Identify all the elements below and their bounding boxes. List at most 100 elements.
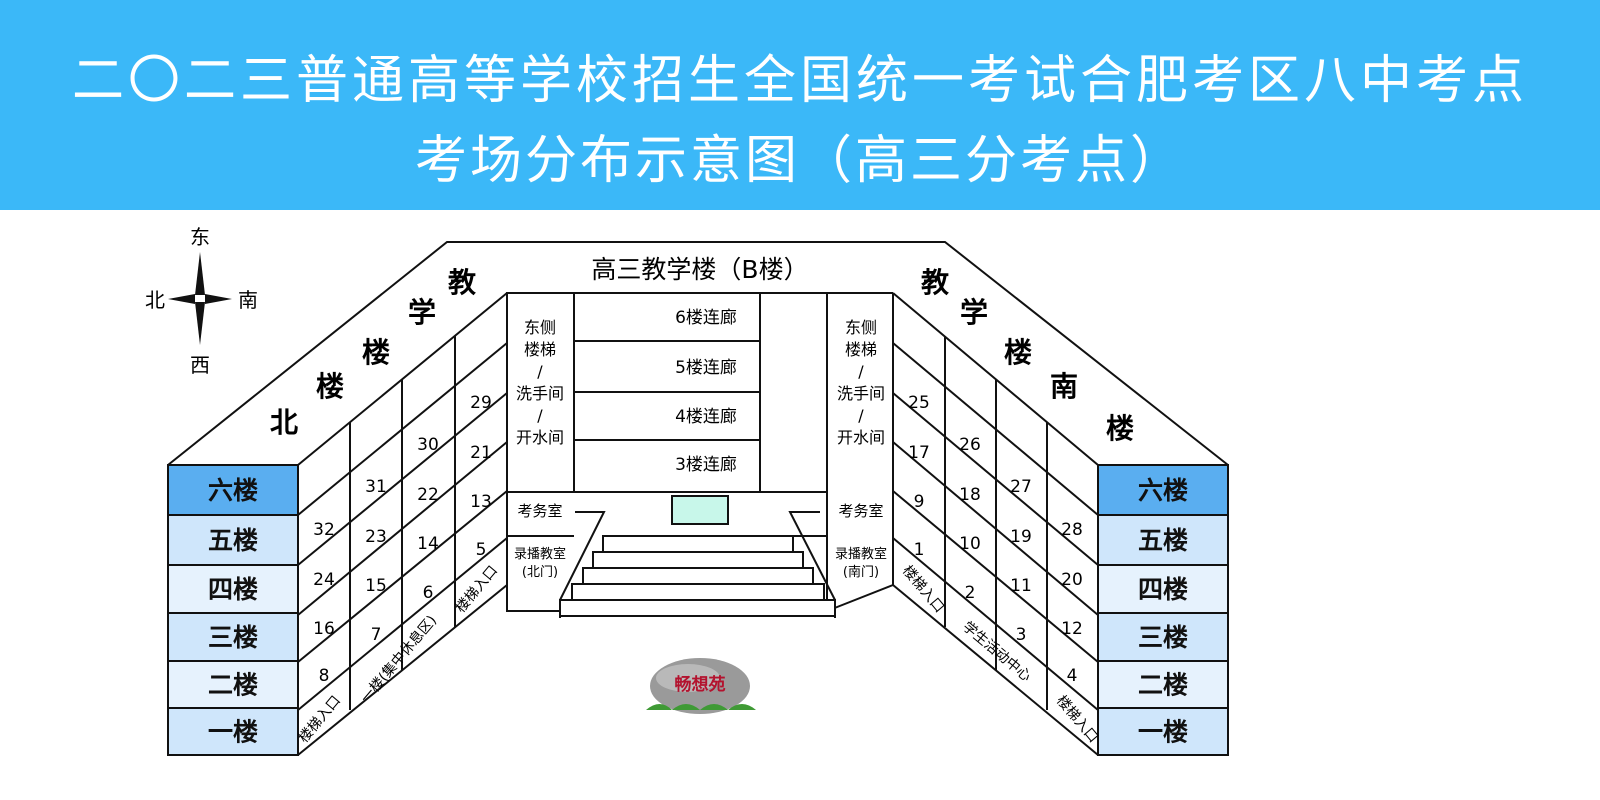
exam-office-north: 考务室 [517, 502, 562, 520]
north-room-31: 31 [365, 477, 387, 497]
north-rooms: 32 24 16 8 31 23 15 7 30 22 14 6 29 21 13 5 [313, 393, 492, 686]
south-building-char-2: 学 [960, 296, 988, 329]
exam-office-south: 考务室 [838, 502, 883, 520]
center-building-name: 高三教学楼（B楼） [591, 255, 808, 284]
floor-cell-south-5 [1097, 660, 1229, 709]
floor-cell-south-6 [1097, 707, 1229, 756]
compass-west: 西 [190, 353, 210, 377]
stair-text-stair-left-5: 开水间 [516, 428, 564, 447]
south-room-18: 18 [959, 485, 981, 505]
floor-label-north-1: 六楼 [208, 476, 258, 505]
south-building-char-5: 楼 [1106, 412, 1134, 445]
floor-label-south-6: 一楼 [1138, 718, 1188, 747]
stair-text-stair-right-5: 开水间 [837, 428, 885, 447]
stair-text-stair-right-4: / [858, 406, 864, 425]
north-room-24: 24 [313, 570, 335, 590]
floor-label-south-5: 二楼 [1138, 671, 1188, 700]
south-room-26: 26 [959, 435, 981, 455]
roof-outline [167, 241, 1229, 466]
north-room-13: 13 [470, 492, 492, 512]
south-room-17: 17 [908, 443, 930, 463]
stair-text-stair-left-4: / [537, 406, 543, 425]
record-room-north-door: (北门) [522, 565, 558, 580]
north-building-char-3: 楼 [362, 336, 390, 369]
north-room-32: 32 [313, 520, 335, 540]
south-room-19: 19 [1010, 527, 1032, 547]
corridor-5: 5楼连廊 [675, 358, 737, 378]
compass-south: 南 [238, 288, 258, 312]
floor-label-south-1: 六楼 [1138, 476, 1188, 505]
floor-cell-north-1 [167, 464, 299, 516]
south-room-12: 12 [1061, 619, 1083, 639]
north-room-29: 29 [470, 393, 492, 413]
stair-text-stair-right-2: / [858, 362, 864, 381]
south-room-9: 9 [914, 492, 925, 512]
south-room-20: 20 [1061, 570, 1083, 590]
main-staircase [559, 495, 836, 618]
north-room-23: 23 [365, 527, 387, 547]
corridor-6: 6楼连廊 [675, 308, 737, 328]
title-banner: 二〇二三普通高等学校招生全国统一考试合肥考区八中考点 考场分布示意图（高三分考点… [0, 0, 1600, 210]
north-building-char-4: 学 [408, 296, 436, 329]
floor-label-north-2: 五楼 [208, 526, 258, 555]
compass-east: 东 [190, 225, 210, 249]
stair-text-stair-left-0: 东侧 [524, 318, 556, 337]
title-line-2: 考场分布示意图（高三分考点） [414, 131, 1185, 191]
title-line-1: 二〇二三普通高等学校招生全国统一考试合肥考区八中考点 [71, 51, 1528, 111]
south-room-27: 27 [1010, 477, 1032, 497]
rock-changxiangyuan: 畅想苑 [646, 658, 756, 714]
north-building-char-1: 北 [270, 406, 298, 439]
south-room-1: 1 [914, 540, 925, 560]
floor-label-south-2: 五楼 [1138, 526, 1188, 555]
floor-label-north-5: 二楼 [208, 671, 258, 700]
corridor-4: 4楼连廊 [675, 407, 737, 427]
north-room-16: 16 [313, 619, 335, 639]
board [671, 495, 729, 525]
floor-label-south-4: 三楼 [1138, 623, 1188, 652]
stair-text-stair-right-0: 东侧 [845, 318, 877, 337]
stair-text-stair-left-1: 楼梯 [524, 340, 556, 359]
north-building-char-2: 楼 [316, 370, 344, 403]
stair-text-stair-left-2: / [537, 362, 543, 381]
floor-cell-north-5 [167, 660, 299, 709]
south-room-11: 11 [1010, 576, 1032, 596]
compass: 东 西 北 南 [145, 225, 258, 377]
stair-text-stair-left-3: 洗手间 [516, 384, 564, 403]
south-room-4: 4 [1067, 666, 1078, 686]
south-building-char-1: 教 [921, 266, 949, 299]
floor-cell-south-4 [1097, 612, 1229, 662]
south-building-char-3: 楼 [1004, 336, 1032, 369]
north-room-6: 6 [423, 583, 434, 603]
south-stair-entrance-1: 楼梯入口 [899, 563, 947, 616]
south-room-10: 10 [959, 534, 981, 554]
south-building-char-4: 南 [1050, 370, 1078, 403]
north-room-30: 30 [417, 435, 439, 455]
south-room-3: 3 [1016, 625, 1027, 645]
rock-label: 畅想苑 [675, 674, 726, 695]
north-building-char-5: 教 [448, 266, 476, 299]
north-room-21: 21 [470, 443, 492, 463]
record-room-south-door: (南门) [843, 564, 879, 580]
record-room-south: 录播教室 [835, 546, 887, 562]
floor-label-south-3: 四楼 [1138, 575, 1188, 604]
north-room-8: 8 [319, 666, 330, 686]
north-stair-entrance-2: 楼梯入口 [453, 563, 501, 616]
north-room-7: 7 [371, 625, 382, 645]
floor-label-north-3: 四楼 [208, 575, 258, 604]
corridor-3: 3楼连廊 [675, 455, 737, 475]
stair-text-stair-right-3: 洗手间 [837, 384, 885, 403]
north-room-14: 14 [417, 534, 439, 554]
compass-north: 北 [145, 288, 165, 312]
south-room-28: 28 [1061, 520, 1083, 540]
north-room-5: 5 [476, 540, 487, 560]
stair-text-stair-right-1: 楼梯 [845, 340, 877, 359]
floor-cell-north-4 [167, 612, 299, 662]
north-room-22: 22 [417, 485, 439, 505]
floor-cell-north-6 [167, 707, 299, 756]
north-room-15: 15 [365, 576, 387, 596]
south-room-25: 25 [908, 393, 930, 413]
